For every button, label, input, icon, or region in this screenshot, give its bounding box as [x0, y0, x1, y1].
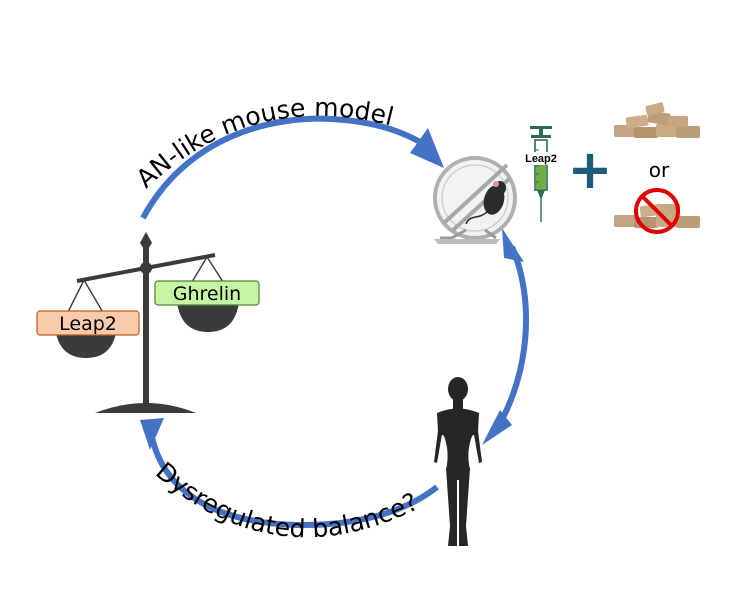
right-cycle-arrow: [492, 245, 530, 434]
bottom-cycle-arrow: [149, 436, 439, 528]
leap2-label-box: Leap2: [36, 310, 140, 336]
leap2-label: Leap2: [59, 313, 117, 335]
prohibited-icon: [634, 188, 680, 234]
top-arrowhead: [410, 128, 444, 168]
syringe-label-bg: [525, 152, 558, 165]
ghrelin-label: Ghrelin: [173, 283, 241, 305]
right-arrowhead-top: [502, 228, 524, 262]
bottom-arc-label: Dysregulated balance?: [150, 456, 422, 543]
food-pellets-icon: [614, 102, 700, 138]
right-arrowhead-bottom: [482, 410, 512, 445]
or-label: or: [649, 158, 670, 182]
mouse-wheel-icon: [433, 156, 517, 244]
no-food-pellets-icon: [614, 203, 700, 228]
bottom-arrowhead: [140, 418, 164, 450]
top-cycle-arrow: [140, 115, 432, 220]
syringe-label: Leap2: [525, 153, 557, 165]
plus-sign: +: [567, 138, 612, 201]
ghrelin-label-box: Ghrelin: [154, 280, 260, 306]
syringe-icon: [530, 126, 552, 222]
woman-silhouette-icon: [434, 377, 482, 546]
